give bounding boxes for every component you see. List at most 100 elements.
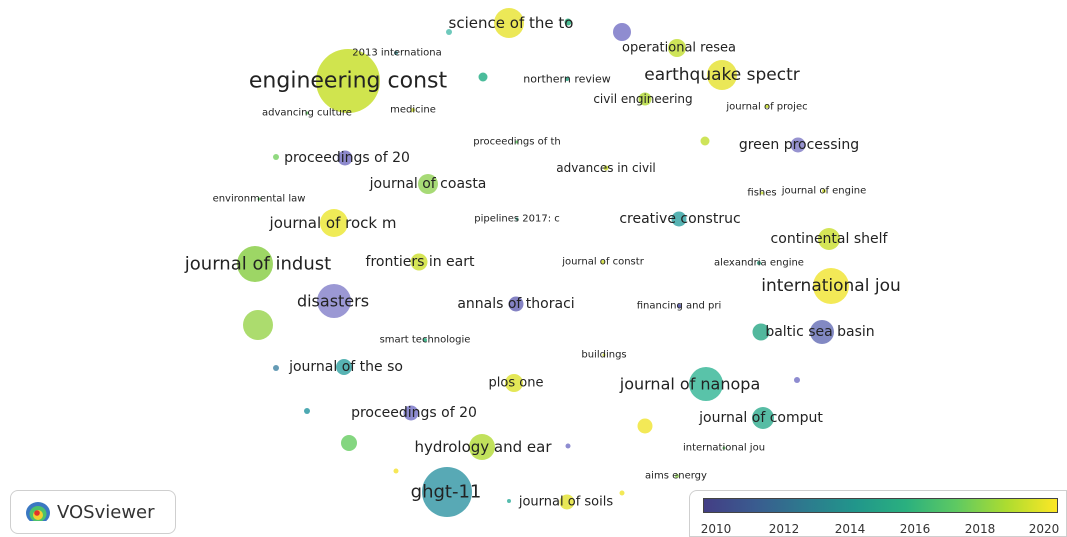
node-circle[interactable] [613, 23, 631, 41]
node-label[interactable]: international jou [682, 442, 766, 454]
node-circle[interactable] [336, 359, 352, 375]
node-circle[interactable] [305, 111, 309, 115]
node-circle[interactable] [243, 310, 273, 340]
node-label[interactable]: baltic sea basin [765, 324, 875, 340]
node-circle[interactable] [810, 320, 834, 344]
node-label[interactable]: 2013 internationa [352, 47, 442, 59]
node-label[interactable]: journal of projec [726, 101, 808, 113]
node-circle[interactable] [515, 217, 519, 221]
node-circle[interactable] [505, 374, 523, 392]
node-circle[interactable] [818, 228, 840, 250]
node-label[interactable]: annals of thoraci [457, 296, 575, 312]
node-circle[interactable] [273, 154, 279, 160]
node-label[interactable]: journal of engine [781, 185, 867, 197]
node-circle[interactable] [410, 253, 428, 271]
node-circle[interactable] [677, 304, 681, 308]
node-circle[interactable] [423, 338, 427, 342]
node-circle[interactable] [602, 353, 606, 357]
node-label[interactable]: journal of comput [699, 410, 823, 426]
node-label[interactable]: science of the to [448, 14, 574, 32]
node-label[interactable]: international jou [761, 276, 901, 296]
node-circle[interactable] [638, 92, 652, 106]
node-label[interactable]: fishes [747, 187, 777, 199]
node-circle[interactable] [565, 77, 569, 81]
node-circle[interactable] [675, 474, 679, 478]
node-label[interactable]: civil engineering [593, 92, 693, 106]
node-label[interactable]: continental shelf [770, 231, 888, 247]
node-circle[interactable] [508, 296, 524, 312]
node-label[interactable]: green processing [738, 137, 860, 153]
node-circle[interactable] [601, 260, 605, 264]
node-circle[interactable] [316, 49, 380, 113]
node-label[interactable]: northern review [523, 72, 611, 86]
node-circle[interactable] [689, 367, 723, 401]
node-circle[interactable] [394, 51, 398, 55]
node-circle[interactable] [671, 211, 687, 227]
node-circle[interactable] [707, 60, 737, 90]
node-circle[interactable] [822, 189, 826, 193]
node-label[interactable]: creative construc [619, 211, 741, 227]
node-label[interactable]: proceedings of 20 [351, 405, 477, 421]
node-label[interactable]: frontiers in eart [365, 254, 475, 270]
node-circle[interactable] [668, 39, 686, 57]
node-circle[interactable] [813, 268, 849, 304]
node-circle[interactable] [478, 72, 488, 82]
node-circle[interactable] [637, 418, 653, 434]
node-label[interactable]: journal of constr [562, 256, 644, 268]
node-circle[interactable] [760, 191, 764, 195]
node-circle[interactable] [515, 140, 519, 144]
node-circle[interactable] [411, 108, 415, 112]
node-circle[interactable] [469, 434, 495, 460]
node-label[interactable]: operational resea [622, 40, 736, 56]
node-circle[interactable] [752, 407, 774, 429]
node-circle[interactable] [794, 377, 800, 383]
node-label[interactable]: journal of indust [184, 253, 332, 275]
node-circle[interactable] [494, 8, 524, 38]
node-circle[interactable] [700, 136, 710, 146]
node-label[interactable]: smart technologie [379, 334, 471, 346]
node-circle[interactable] [422, 467, 472, 517]
node-circle[interactable] [341, 435, 357, 451]
node-label[interactable]: proceedings of th [473, 136, 561, 148]
node-circle[interactable] [393, 468, 399, 474]
node-circle[interactable] [317, 284, 351, 318]
node-circle[interactable] [337, 150, 353, 166]
node-label[interactable]: pipelines 2017: c [474, 213, 560, 225]
node-label[interactable]: alexandria engine [714, 257, 804, 269]
node-label[interactable]: advancing culture [262, 107, 352, 119]
node-label[interactable]: financing and pri [636, 300, 722, 312]
node-label[interactable]: hydrology and ear [414, 438, 552, 456]
node-circle[interactable] [757, 261, 761, 265]
node-circle[interactable] [752, 323, 770, 341]
node-circle[interactable] [273, 365, 279, 371]
node-circle[interactable] [446, 29, 452, 35]
node-circle[interactable] [722, 446, 726, 450]
vosviewer-logo[interactable]: VOSviewer [10, 490, 176, 534]
node-label[interactable]: ghgt-11 [410, 481, 482, 503]
node-circle[interactable] [320, 209, 348, 237]
node-circle[interactable] [790, 137, 806, 153]
node-label[interactable]: plos one [488, 375, 544, 391]
node-label[interactable]: journal of nanopa [619, 374, 761, 394]
node-label[interactable]: journal of the so [289, 359, 403, 375]
node-circle[interactable] [257, 197, 261, 201]
node-label[interactable]: journal of rock m [269, 214, 397, 232]
node-circle[interactable] [418, 174, 438, 194]
node-label[interactable]: engineering const [248, 68, 448, 94]
node-circle[interactable] [403, 405, 419, 421]
node-circle[interactable] [565, 443, 571, 449]
node-label[interactable]: advances in civil [556, 161, 656, 175]
node-circle[interactable] [507, 499, 511, 503]
node-circle[interactable] [619, 490, 625, 496]
node-label[interactable]: journal of coasta [369, 176, 487, 192]
node-label[interactable]: medicine [390, 104, 436, 116]
node-label[interactable]: disasters [296, 291, 370, 311]
node-label[interactable]: aims energy [645, 470, 707, 482]
node-circle[interactable] [765, 104, 769, 108]
node-circle[interactable] [603, 165, 609, 171]
node-label[interactable]: proceedings of 20 [284, 150, 410, 166]
node-circle[interactable] [304, 408, 310, 414]
node-label[interactable]: earthquake spectr [644, 65, 800, 85]
node-circle[interactable] [559, 494, 575, 510]
